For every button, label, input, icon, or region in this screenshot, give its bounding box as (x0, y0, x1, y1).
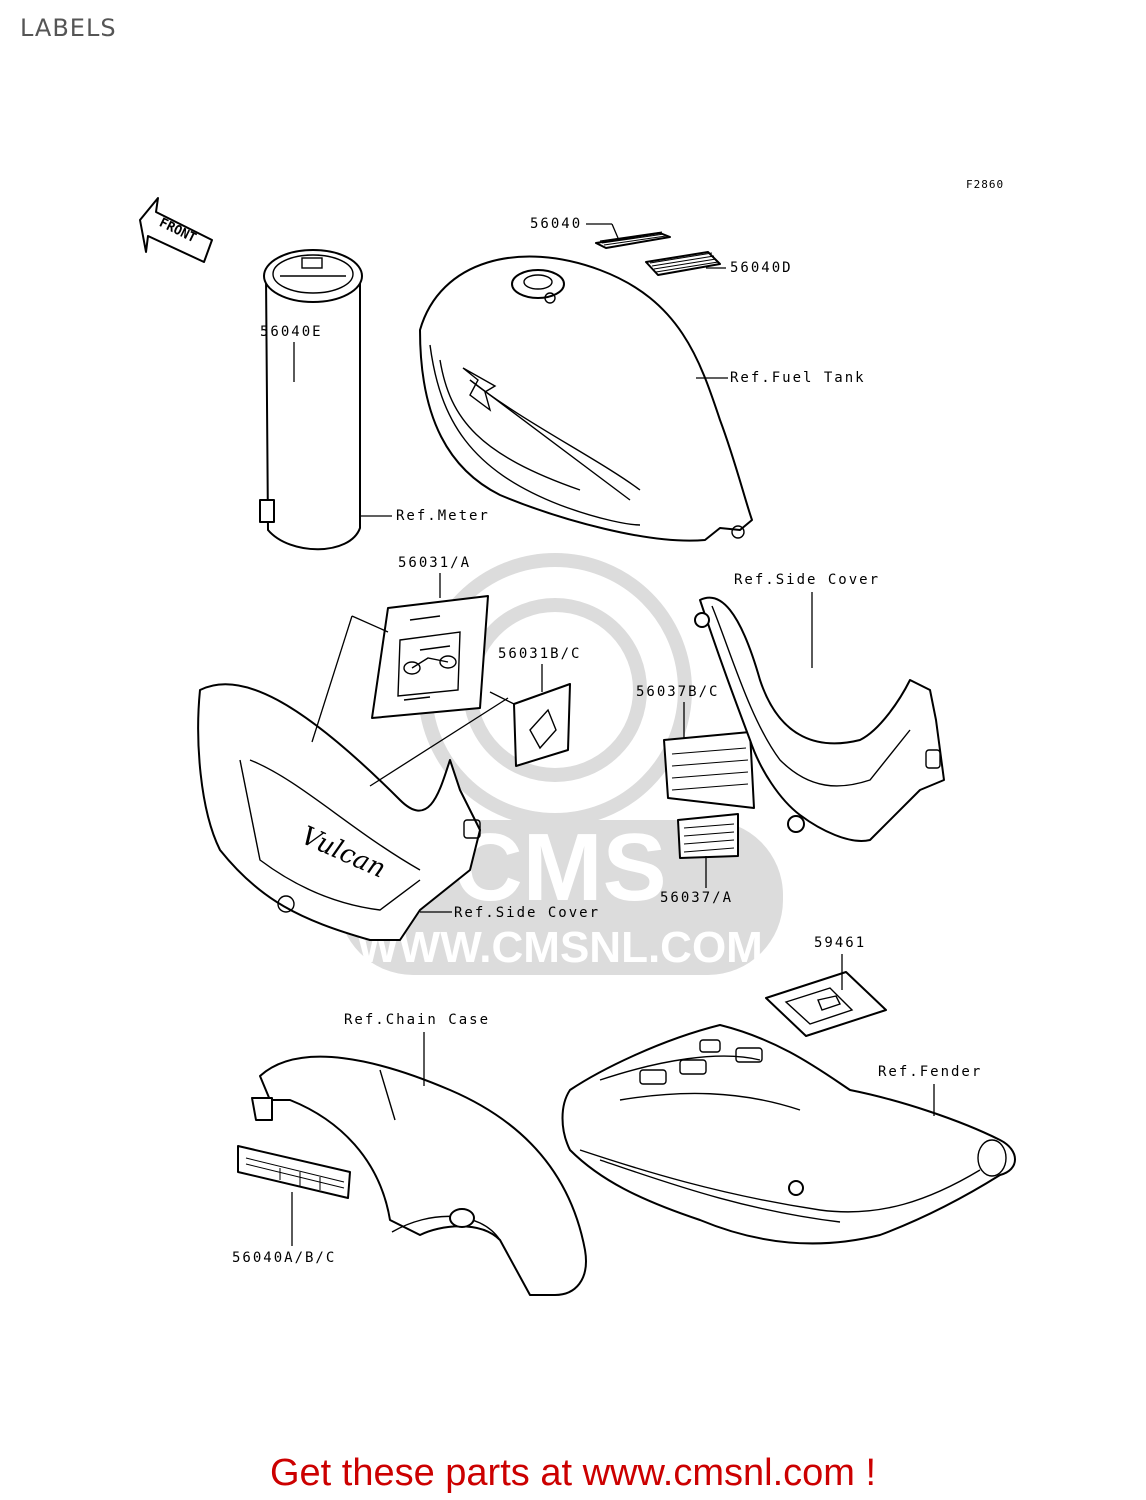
fender (561, 1024, 1016, 1245)
side-cover-right (694, 596, 945, 842)
callout-56040D: 56040D (730, 260, 793, 276)
side-cover-left: Vulcan (197, 683, 481, 941)
label-56037BC (663, 731, 755, 809)
label-56040ABC (237, 1145, 351, 1199)
watermark-url: WWW.CMSNL.COM (357, 923, 763, 972)
callout-56031BC: 56031B/C (498, 646, 582, 662)
callout-ref-side-cover-right: Ref.Side Cover (734, 572, 881, 588)
callout-ref-chain-case: Ref.Chain Case (344, 1012, 491, 1028)
meter (259, 249, 392, 551)
callout-56037BC: 56037B/C (636, 684, 720, 700)
callout-56040ABC: 56040A/B/C (232, 1250, 337, 1266)
label-56031A (371, 595, 489, 719)
label-59461 (765, 971, 887, 1037)
callout-56040: 56040 (530, 216, 583, 232)
footer-shop-link[interactable]: Get these parts at www.cmsnl.com ! (269, 1452, 877, 1494)
front-arrow: FRONT (139, 197, 213, 263)
diagram-code: F2860 (966, 178, 1005, 191)
callout-56040E: 56040E (260, 324, 323, 340)
watermark: CMS WWW.CMSNL.COM (338, 553, 783, 975)
watermark-brand: CMS (453, 814, 666, 921)
callout-ref-side-cover-left: Ref.Side Cover (454, 905, 601, 921)
callout-56031A: 56031/A (398, 555, 472, 571)
fuel-tank (419, 255, 753, 542)
label-56031BC (513, 683, 571, 767)
front-arrow-shape (139, 197, 213, 263)
leader-lines (291, 223, 935, 1246)
callout-59461: 59461 (814, 935, 867, 951)
callout-ref-fender: Ref.Fender (878, 1064, 983, 1080)
callout-ref-meter: Ref.Meter (396, 508, 490, 524)
callout-ref-fuel-tank: Ref.Fuel Tank (730, 370, 866, 386)
page-title: LABELS (20, 14, 117, 42)
label-56037A (677, 813, 739, 859)
label-56040D (645, 251, 721, 276)
chain-case (251, 1055, 587, 1296)
callout-56037A: 56037/A (660, 890, 734, 906)
label-56040 (595, 231, 671, 249)
